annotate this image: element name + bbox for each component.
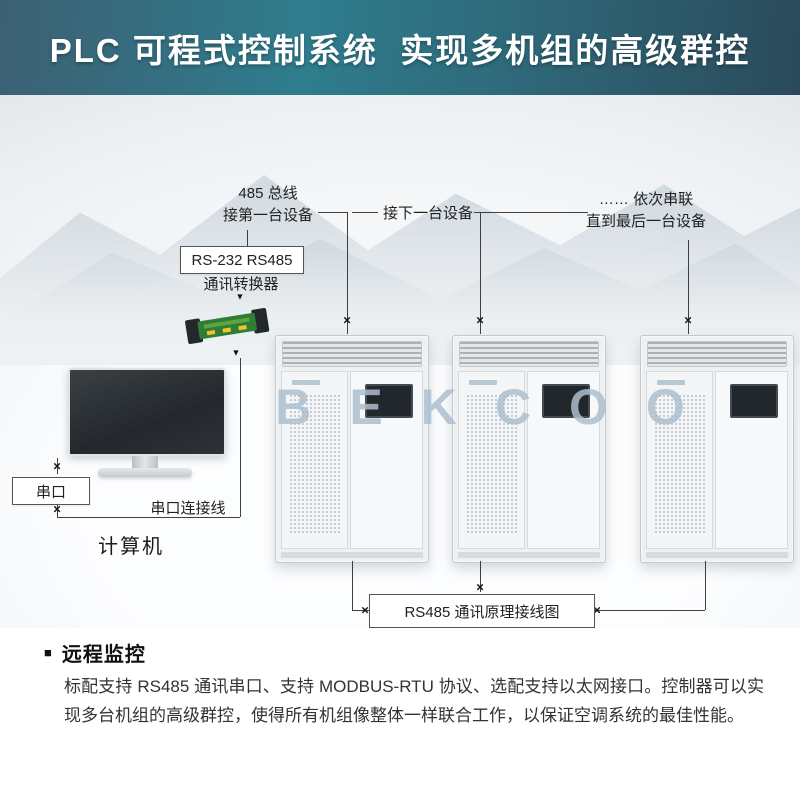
unit-louver-vent bbox=[282, 341, 422, 367]
rs232-rs485-converter-image bbox=[184, 300, 270, 350]
label-daisy-chain-line1: …… 依次串联 bbox=[598, 191, 694, 208]
unit-right-door bbox=[715, 371, 788, 549]
converter-label-box: RS-232 RS485 bbox=[180, 246, 304, 274]
connector-line bbox=[480, 561, 481, 592]
unit-vent-grille bbox=[654, 394, 706, 534]
unit-brand-mark bbox=[657, 380, 685, 385]
serial-port-box: 串口 bbox=[12, 477, 90, 505]
label-next-device: 接下一台设备 bbox=[382, 205, 473, 222]
connection-x-mark: × bbox=[53, 501, 61, 517]
brand-watermark: BEKCOO bbox=[275, 379, 723, 435]
label-485-bus: 485 总线 接第一台设备 bbox=[205, 183, 331, 227]
unit-base bbox=[458, 552, 600, 558]
connector-line bbox=[352, 561, 353, 610]
page-title: PLC 可程式控制系统 实现多机组的高级群控 bbox=[49, 31, 751, 69]
unit-doors bbox=[458, 371, 600, 549]
footer-heading: 远程监控 bbox=[61, 644, 146, 666]
connection-x-mark: × bbox=[53, 458, 61, 474]
connection-x-mark: × bbox=[593, 602, 601, 618]
connection-x-mark: × bbox=[476, 312, 484, 328]
footer-body-text: 标配支持 RS485 通讯串口、支持 MODBUS-RTU 协议、选配支持以太网… bbox=[64, 677, 764, 725]
unit-doors bbox=[646, 371, 788, 549]
unit-brand-mark bbox=[292, 380, 320, 385]
connector-line bbox=[480, 212, 481, 334]
unit-base bbox=[281, 552, 423, 558]
connection-x-mark: × bbox=[684, 312, 692, 328]
footer-heading-row: ■ 远程监控 bbox=[44, 638, 146, 667]
unit-louver-vent bbox=[459, 341, 599, 367]
converter-illustration bbox=[185, 308, 270, 344]
label-485-bus-line1: 485 总线 bbox=[238, 185, 298, 202]
unit-right-door bbox=[527, 371, 600, 549]
ac-unit-1 bbox=[275, 335, 429, 563]
connector-line bbox=[247, 230, 248, 246]
footer-section: ■ 远程监控 标配支持 RS485 通讯串口、支持 MODBUS-RTU 协议、… bbox=[0, 628, 800, 800]
ac-unit-3 bbox=[640, 335, 794, 563]
connector-line bbox=[352, 610, 369, 611]
ac-unit-2 bbox=[452, 335, 606, 563]
unit-left-door bbox=[458, 371, 526, 549]
label-daisy-chain: …… 依次串联 直到最后一台设备 bbox=[583, 189, 709, 233]
unit-doors bbox=[281, 371, 423, 549]
unit-base bbox=[646, 552, 788, 558]
down-arrow-icon: ▼ bbox=[235, 291, 245, 302]
header-banner: PLC 可程式控制系统 实现多机组的高级群控 bbox=[0, 0, 800, 95]
connector-line bbox=[347, 212, 348, 334]
label-daisy-chain-line2: 直到最后一台设备 bbox=[585, 213, 706, 230]
unit-display-screen bbox=[365, 384, 413, 418]
connector-line bbox=[474, 212, 588, 213]
monitor-stand-neck bbox=[132, 456, 158, 468]
connector-line bbox=[705, 561, 706, 610]
unit-vent-grille bbox=[289, 394, 341, 534]
unit-brand-mark bbox=[469, 380, 497, 385]
wiring-diagram-box: RS485 通讯原理接线图 bbox=[369, 594, 595, 628]
unit-left-door bbox=[281, 371, 349, 549]
connector-line bbox=[318, 212, 347, 213]
unit-left-door bbox=[646, 371, 714, 549]
unit-vent-grille bbox=[466, 394, 518, 534]
connection-x-mark: × bbox=[343, 312, 351, 328]
unit-display-screen bbox=[730, 384, 778, 418]
serial-cable-line bbox=[240, 358, 241, 517]
unit-louver-vent bbox=[647, 341, 787, 367]
connection-x-mark: × bbox=[476, 579, 484, 595]
square-bullet-icon: ■ bbox=[44, 645, 52, 660]
label-485-bus-line2: 接第一台设备 bbox=[222, 207, 313, 224]
unit-display-screen bbox=[542, 384, 590, 418]
connector-line bbox=[688, 240, 689, 334]
connector-line bbox=[593, 610, 705, 611]
label-computer: 计算机 bbox=[98, 536, 164, 558]
monitor-stand-base bbox=[98, 468, 192, 477]
connector-line bbox=[352, 212, 378, 213]
computer-monitor-screen bbox=[68, 368, 226, 456]
connection-x-mark: × bbox=[361, 602, 369, 618]
connector-line bbox=[57, 458, 58, 474]
serial-cable-line bbox=[57, 517, 240, 518]
connector-line bbox=[57, 502, 58, 517]
label-serial-cable: 串口连接线 bbox=[150, 500, 226, 517]
unit-right-door bbox=[350, 371, 423, 549]
down-arrow-icon: ▼ bbox=[231, 347, 241, 358]
converter-label-sub: 通讯转换器 bbox=[203, 276, 279, 293]
